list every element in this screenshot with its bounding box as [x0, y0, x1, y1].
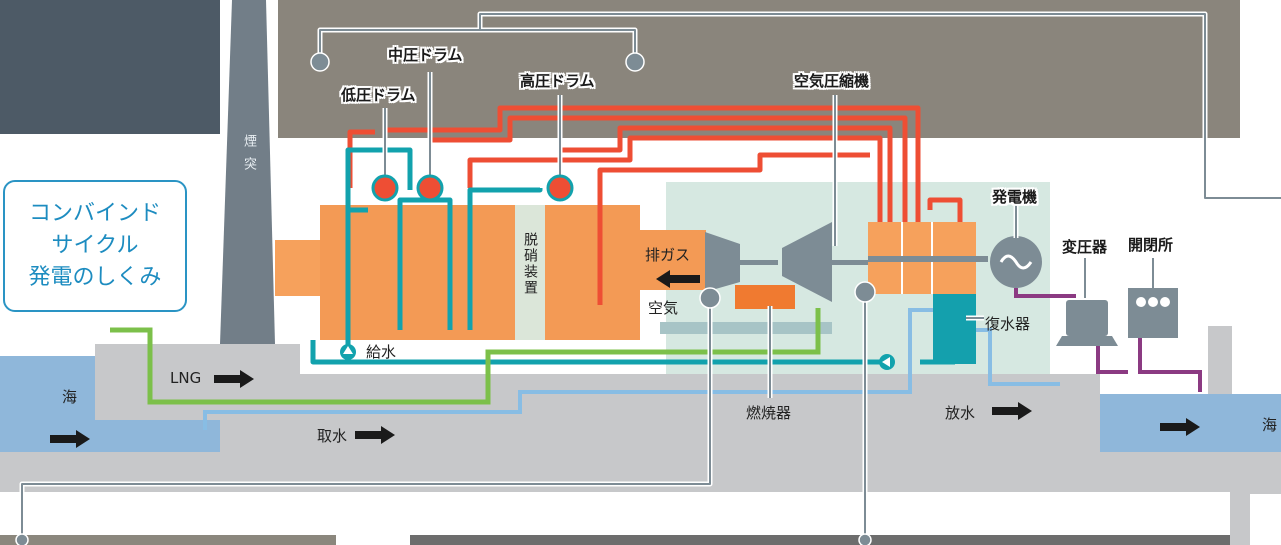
exhaust-gas-label: 排ガス — [645, 244, 690, 265]
title-line-3: 発電のしくみ — [29, 262, 162, 294]
low-drum-label: 低圧ドラム — [341, 84, 416, 105]
title-line-1: コンバインド — [29, 198, 161, 230]
switchyard-dot-3 — [1160, 297, 1170, 307]
shaft-2 — [832, 260, 872, 265]
water-discharge-label: 放水 — [945, 402, 975, 423]
hrsg-boiler-right — [545, 205, 640, 340]
mid-pressure-drum — [418, 176, 442, 200]
title-box: コンバインド サイクル 発電のしくみ — [3, 180, 187, 312]
transformer-body — [1066, 300, 1108, 336]
turbine-shaft — [868, 256, 988, 262]
sea-right-label: 海 — [1262, 414, 1277, 435]
switchyard-label: 開閉所 — [1128, 234, 1173, 255]
compressor-label: 空気圧縮機 — [794, 70, 869, 91]
photo-bottom-left — [0, 535, 336, 545]
water-intake-label: 取水 — [317, 425, 347, 446]
condenser-body — [933, 294, 976, 364]
denitration-label: 脱硝装置 — [520, 232, 540, 296]
low-pressure-drum — [373, 176, 397, 200]
switchyard-dot-1 — [1136, 297, 1146, 307]
air-label: 空気 — [648, 297, 678, 318]
sea-left-label: 海 — [62, 386, 77, 407]
switchyard-box — [1128, 288, 1178, 338]
photo-bottom-center — [410, 535, 1230, 545]
switchyard-pad — [1208, 326, 1232, 394]
combustor-label: 燃焼器 — [746, 402, 791, 423]
lng-label: LNG — [170, 369, 201, 387]
shaft-1 — [738, 260, 778, 265]
intake-duct — [660, 322, 832, 334]
photo-top-left — [0, 0, 220, 134]
high-pressure-drum — [548, 176, 572, 200]
high-drum-label: 高圧ドラム — [520, 70, 595, 91]
switchyard-dot-2 — [1148, 297, 1158, 307]
feedwater-label: 給水 — [366, 341, 396, 362]
mid-drum-label: 中圧ドラム — [388, 44, 463, 65]
exhaust-duct — [275, 240, 325, 296]
transformer-label: 変圧器 — [1062, 236, 1107, 257]
combustor-body — [735, 285, 795, 309]
title-line-2: サイクル — [52, 230, 139, 262]
condenser-label: 復水器 — [985, 313, 1030, 334]
transformer-base — [1056, 336, 1118, 346]
chimney-label: 煙突 — [239, 134, 258, 180]
generator-label: 発電機 — [992, 186, 1037, 207]
